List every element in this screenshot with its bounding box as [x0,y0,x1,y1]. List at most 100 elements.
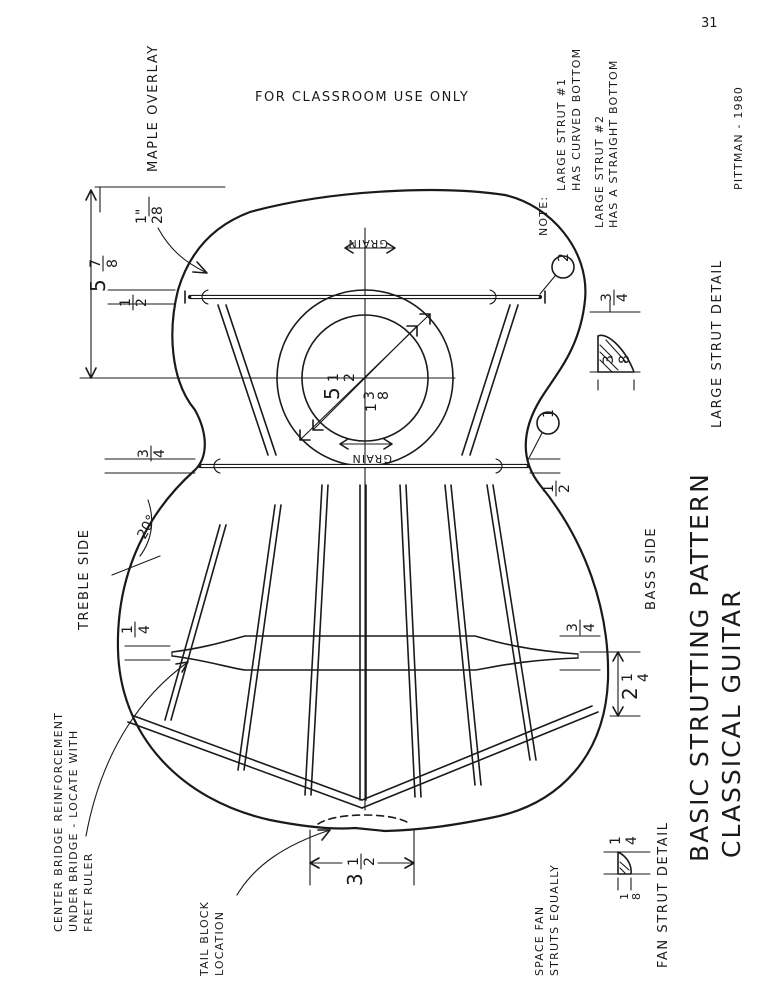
diagram-title-line-2: CLASSICAL GUITAR [717,589,746,858]
fan-strut [170,524,227,721]
bridge-width-whole: 2 [618,687,642,700]
strut-marker-1-circle [536,411,560,435]
fan-strut [164,524,221,721]
grain-label-lower: GRAIN [351,452,392,465]
tail-callout-leader [236,829,331,896]
closing-strut-bass-2 [361,705,593,801]
strut1-side-den: 2 [557,484,573,493]
bridge-treble-den: 4 [137,625,153,634]
bridge-callout-leader [85,661,189,837]
large-detail-width-num: 3 [601,355,617,364]
author-credit: PITTMAN - 1980 [732,86,745,190]
strut1-width-den: 4 [152,449,168,458]
strut-note: NOTE: LARGE STRUT #1 HAS CURVED BOTTOM L… [537,48,620,236]
upper-bout-whole: 5 [86,279,110,292]
strut2-width-den: 2 [134,298,150,307]
strut-marker-2-leader [539,275,556,295]
strut1-width-num: 3 [136,449,152,458]
fan-strut-hatch [619,867,626,874]
rosette-arrowheads [299,313,431,441]
fan-detail-height-den: 4 [624,836,640,845]
maple-leader [157,227,206,273]
bridge-callout-arrowhead [175,661,189,673]
fan-strut-detail: 1 4 1 8 FAN STRUT DETAIL [603,821,671,968]
upper-diagonal-strut-bass-2 [469,304,519,456]
maple-overlay-label: MAPLE OVERLAY [146,44,161,172]
rosette-dim-den: 8 [376,391,392,400]
bridge-width-num: 1 [620,673,636,682]
guitar-top-outline [116,189,610,833]
fan-strut [492,484,537,761]
fan-detail-label: FAN STRUT DETAIL [656,821,671,968]
soundhole-dim-whole: 5 [320,387,344,400]
strut1-side-num: 1 [541,484,557,493]
strut-marker-1-leader [527,432,543,461]
treble-side-label: TREBLE SIDE [77,528,92,631]
large-detail-height-num: 3 [599,293,615,302]
fan-strut [399,484,416,798]
fan-detail-width-den: 8 [630,892,643,900]
angle-ref-line [111,555,161,576]
tail-width-den: 2 [362,857,378,866]
maple-arrowhead [192,261,208,274]
grain-label-upper: GRAIN [347,237,388,250]
large-strut-2-tips [201,289,497,305]
fan-strut [450,484,482,786]
angle-arc [139,499,153,557]
large-strut-profile [597,334,635,373]
note-line-4: HAS A STRAIGHT BOTTOM [607,59,620,228]
tail-dim-arrowheads [309,857,415,869]
rosette-dim-num: 3 [362,391,378,400]
diagram-title-line-1: BASIC STRUTTING PATTERN [685,472,714,862]
upper-bout-num: 7 [88,259,104,268]
tail-callout-arrowhead [317,829,331,841]
large-detail-label: LARGE STRUT DETAIL [710,259,725,428]
large-detail-height-den: 4 [615,293,631,302]
strut-marker-1: 1 [541,409,557,418]
rosette-diameter [299,313,431,441]
fan-detail-height-num: 1 [608,836,624,845]
fan-detail-width-num: 1 [618,892,631,900]
fan-strut [486,484,531,761]
fan-strut [304,484,323,796]
fan-strut [405,484,422,798]
large-strut-1-tips [213,458,503,474]
large-strut-hatching [599,339,627,373]
note-line-3: LARGE STRUT #2 [593,115,606,228]
note-label: NOTE: [537,196,550,236]
tail-width-whole: 3 [343,873,367,886]
bass-side-label: BASS SIDE [644,527,659,610]
upper-diagonal-strut-treble [217,304,269,456]
maple-thickness-den: 28 [150,206,166,224]
fan-strut [237,504,276,771]
bridge-callout-line-3: FRET RULER [82,852,95,932]
bridge-bass-num: 3 [565,623,581,632]
strut-marker-2: 2 [556,253,572,262]
bridge-callout: CENTER BRIDGE REINFORCEMENT UNDER BRIDGE… [52,712,95,932]
grain-arrowheads-upper [344,242,396,254]
fan-note-line-2: STRUTS EQUALLY [548,864,561,976]
bridge-reinforcement-plate [171,635,579,671]
fan-strut-hatch [619,861,630,871]
note-line-2: HAS CURVED BOTTOM [570,48,583,191]
page-number: 31 [701,16,718,31]
soundhole-dim-den: 2 [342,373,358,382]
closing-strut-bass [361,711,599,809]
strut-marker-2-circle [551,255,575,279]
bridge-callout-line-1: CENTER BRIDGE REINFORCEMENT [52,712,65,932]
fan-note-line-1: SPACE FAN [533,906,546,976]
bridge-callout-line-2: UNDER BRIDGE - LOCATE WITH [67,730,80,932]
fan-strut [243,504,282,771]
note-line-1: LARGE STRUT #1 [555,78,568,191]
large-strut-2-ends [184,290,546,304]
bridge-treble-num: 1 [120,625,136,634]
maple-thickness-num: 1" [134,209,150,224]
fan-strut [310,484,329,796]
upper-diagonal-strut-treble-2 [225,304,277,456]
upper-diagonal-strut-bass [461,304,511,456]
fan-struts [164,484,537,801]
bridge-bass-den: 4 [582,623,598,632]
closing-strut-treble [127,721,363,809]
fan-strut [444,484,476,786]
